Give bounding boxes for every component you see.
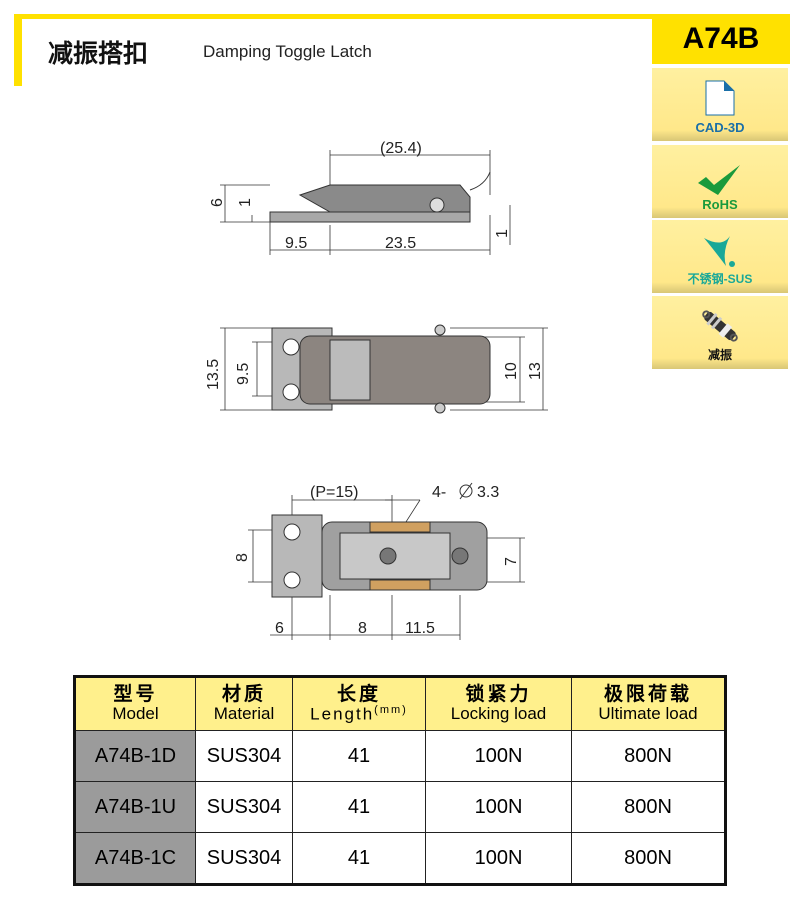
table-row: A74B-1U SUS304 41 100N 800N bbox=[74, 781, 726, 833]
dim-top-w1: 10 bbox=[503, 362, 520, 380]
table-row: A74B-1C SUS304 41 100N 800N bbox=[74, 832, 726, 885]
file-icon bbox=[705, 80, 735, 116]
dim-bottom-h2: 7 bbox=[503, 557, 520, 566]
check-icon bbox=[698, 165, 740, 195]
table-row: A74B-1D SUS304 41 100N 800N bbox=[74, 730, 726, 782]
dim-side-left: 9.5 bbox=[285, 235, 307, 252]
dim-bottom-b: 8 bbox=[358, 620, 367, 637]
tile-rohs[interactable]: RoHS bbox=[652, 145, 788, 218]
tile-cad-3d[interactable]: CAD-3D bbox=[652, 68, 788, 141]
cell-length: 41 bbox=[292, 781, 426, 833]
dim-bottom-hole-dia: 3.3 bbox=[477, 484, 499, 501]
header-accent-side bbox=[14, 14, 22, 86]
dim-bottom-h: 8 bbox=[234, 553, 251, 562]
dim-side-height: 6 bbox=[209, 198, 226, 207]
cell-ultimate-load: 800N bbox=[571, 832, 726, 885]
cell-material: SUS304 bbox=[195, 832, 293, 885]
title-chinese: 减振搭扣 bbox=[48, 39, 149, 68]
dim-bottom-holes: 4- bbox=[432, 484, 446, 501]
tile-label: 减振 bbox=[707, 348, 732, 362]
latch-side-view bbox=[269, 171, 491, 223]
technical-drawings: (25.4) 6 1 1 9.5 23.5 13.5 9.5 10 13 (P=… bbox=[205, 140, 548, 640]
dim-bottom-a: 6 bbox=[275, 620, 284, 637]
cell-locking-load: 100N bbox=[425, 832, 572, 885]
header-accent-bar bbox=[14, 14, 654, 19]
latch-bottom-view bbox=[271, 514, 488, 598]
model-badge: A74B bbox=[652, 14, 790, 64]
tile-label: CAD-3D bbox=[695, 120, 745, 135]
cell-model: A74B-1U bbox=[74, 781, 196, 833]
dim-bottom-pitch: (P=15) bbox=[310, 484, 358, 501]
dim-side-right: 23.5 bbox=[385, 235, 416, 252]
tile-stainless[interactable]: 不锈钢-SUS bbox=[652, 220, 788, 293]
cell-locking-load: 100N bbox=[425, 781, 572, 833]
dim-top-inner: 9.5 bbox=[235, 363, 252, 385]
cell-ultimate-load: 800N bbox=[571, 730, 726, 782]
cell-material: SUS304 bbox=[195, 781, 293, 833]
title-english: Damping Toggle Latch bbox=[203, 42, 372, 61]
shock-absorber-icon bbox=[702, 310, 738, 342]
diameter-icon bbox=[459, 482, 473, 500]
cell-model: A74B-1D bbox=[74, 730, 196, 782]
sparkle-icon bbox=[704, 236, 735, 267]
cell-length: 41 bbox=[292, 730, 426, 782]
latch-top-view bbox=[271, 324, 491, 414]
tile-label: RoHS bbox=[702, 197, 738, 212]
dim-top-w2: 13 bbox=[527, 362, 544, 380]
dim-side-thick2: 1 bbox=[494, 229, 511, 238]
tile-label: 不锈钢-SUS bbox=[687, 272, 753, 286]
cell-locking-load: 100N bbox=[425, 730, 572, 782]
dim-top-outer: 13.5 bbox=[205, 359, 222, 390]
cell-model: A74B-1C bbox=[74, 832, 196, 885]
cell-ultimate-load: 800N bbox=[571, 781, 726, 833]
cell-length: 41 bbox=[292, 832, 426, 885]
dim-side-thick: 1 bbox=[237, 198, 254, 207]
dim-bottom-c: 11.5 bbox=[405, 620, 435, 637]
tile-damping[interactable]: 减振 bbox=[652, 296, 788, 369]
dim-side-total: (25.4) bbox=[380, 140, 422, 157]
cell-material: SUS304 bbox=[195, 730, 293, 782]
